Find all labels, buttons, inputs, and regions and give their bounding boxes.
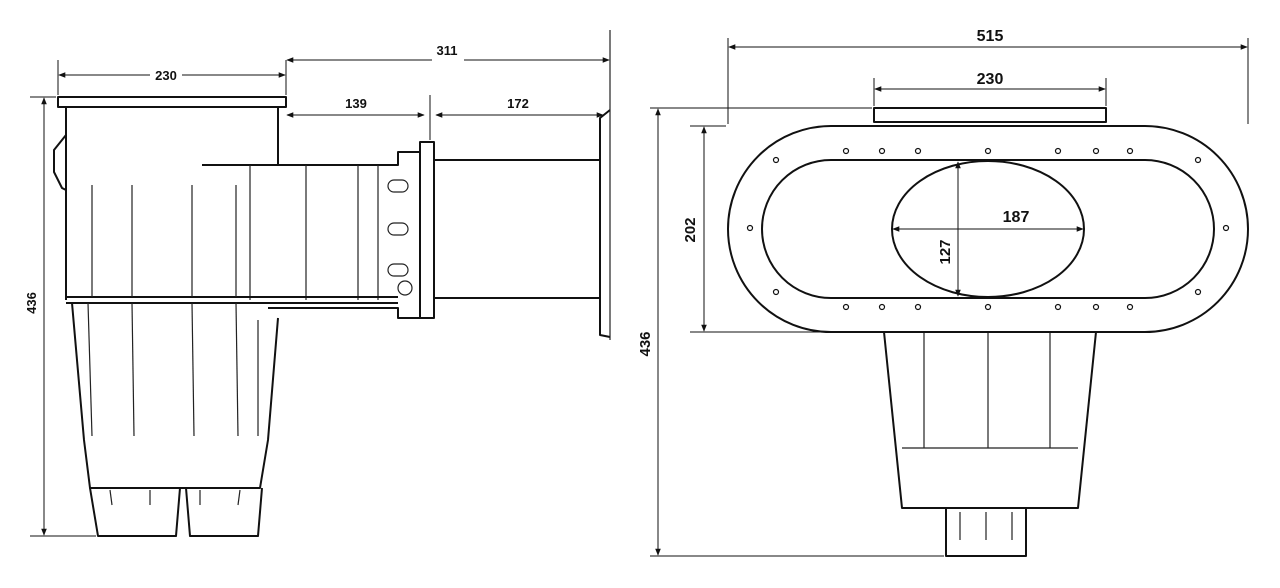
- basket-lower-ribs: [87, 302, 259, 437]
- lower-body: [71, 302, 279, 489]
- dim-side-throat-length: 172: [507, 96, 529, 111]
- base-feet: [89, 487, 263, 537]
- front-body-ribs: [902, 332, 1078, 449]
- dim-front-mouth-width: 187: [1003, 209, 1030, 226]
- side-clip: [53, 134, 67, 191]
- mouth-opening: [891, 160, 1085, 298]
- dim-side-height: 436: [24, 292, 39, 314]
- dim-front-top-width: 230: [977, 71, 1004, 88]
- screw-holes: [746, 147, 1230, 311]
- front-view: 515 230 202 436 187 127: [637, 27, 1249, 557]
- lid-flange: [57, 96, 287, 108]
- front-dimension-lines: [650, 38, 1249, 557]
- upper-body: [65, 106, 279, 300]
- dim-side-total-depth: 311: [437, 43, 458, 58]
- front-outlet: [945, 508, 1027, 557]
- side-view: 230 311 139 172 436: [24, 30, 611, 537]
- front-outlet-ribs: [959, 512, 1013, 540]
- throat-ribs: [249, 165, 379, 300]
- dim-side-throat-offset: 139: [345, 96, 367, 111]
- face-flange: [419, 141, 435, 319]
- block-slots: [387, 179, 413, 296]
- cross-band: [66, 296, 398, 304]
- dim-front-overall-width: 515: [977, 28, 1004, 45]
- dim-front-mouth-height: 127: [937, 239, 954, 264]
- front-lower-body: [883, 331, 1097, 509]
- side-dimension-lines: [30, 57, 610, 537]
- basket-upper-ribs: [91, 185, 237, 297]
- pipe-extension: [434, 109, 611, 338]
- dim-side-top-width: 230: [155, 68, 177, 83]
- dim-front-opening-height: 202: [682, 217, 699, 242]
- front-lid: [873, 107, 1107, 123]
- dim-front-height: 436: [637, 331, 654, 356]
- feet-details: [109, 489, 241, 506]
- throat-body: [202, 151, 421, 319]
